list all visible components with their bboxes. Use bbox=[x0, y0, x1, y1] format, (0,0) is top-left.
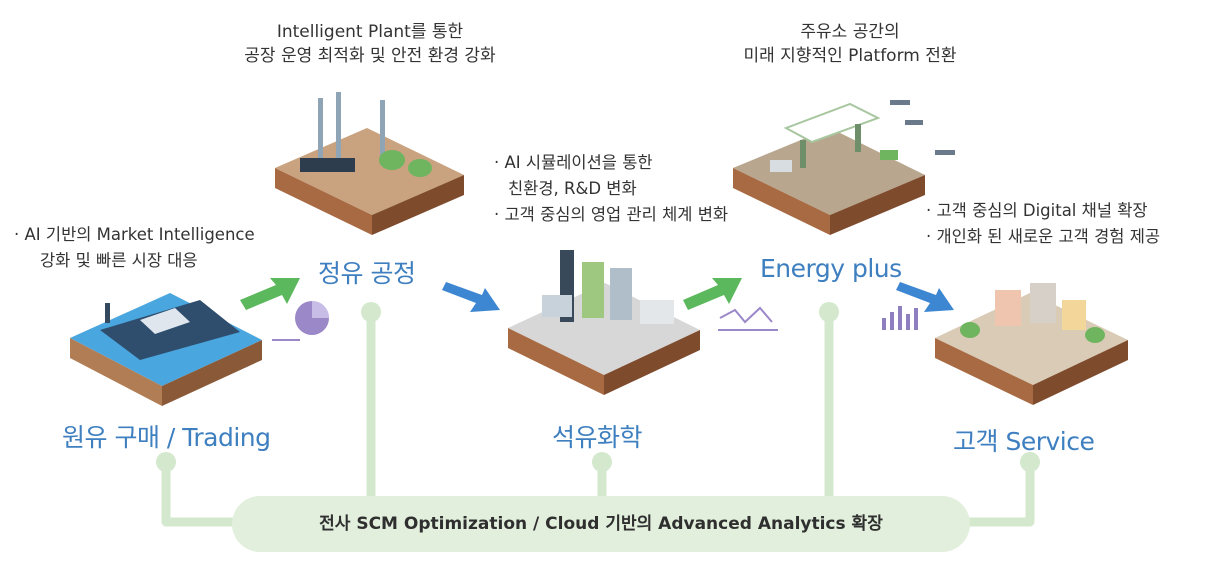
chem-bullet-1-cont: 친환경, R&D 변화 bbox=[508, 179, 637, 198]
stage-service-label: 고객 Service bbox=[953, 427, 1095, 456]
city-tile-illustration bbox=[935, 283, 1128, 405]
bar-chart-glyph bbox=[882, 306, 918, 330]
stage-petrochem-label: 석유화학 bbox=[552, 423, 643, 452]
stage-energy-label: Energy plus bbox=[760, 254, 902, 283]
pie-chart-glyph bbox=[272, 301, 329, 341]
chem-bullet-1: · AI 시뮬레이션을 통한 bbox=[494, 153, 653, 172]
trading-bullet-1: · AI 기반의 Market Intelligence bbox=[14, 225, 255, 244]
trading-bullet-1-cont: 강화 및 빠른 시장 대응 bbox=[40, 251, 198, 270]
stage-refining-label: 정유 공정 bbox=[318, 259, 416, 288]
station-caption: 주유소 공간의 미래 지향적인 Platform 전환 bbox=[680, 20, 1020, 68]
trading-bullets: · AI 기반의 Market Intelligence 강화 및 빠른 시장 … bbox=[14, 222, 255, 274]
gas-station-tile-illustration bbox=[733, 102, 925, 235]
refinery-tile-illustration bbox=[275, 92, 464, 235]
ship-tile-illustration bbox=[70, 293, 262, 406]
plant-caption-line-1: Intelligent Plant를 통한 bbox=[276, 22, 464, 42]
service-bullet-2: · 개인화 된 새로운 고객 경험 제공 bbox=[926, 227, 1161, 246]
service-bullet-1: · 고객 중심의 Digital 채널 확장 bbox=[926, 201, 1148, 220]
service-bullets: · 고객 중심의 Digital 채널 확장 · 개인화 된 새로운 고객 경험… bbox=[926, 198, 1160, 250]
bottom-bar-text: 전사 SCM Optimization / Cloud 기반의 Advanced… bbox=[319, 514, 883, 534]
connector-dots bbox=[156, 302, 1040, 472]
station-caption-line-2: 미래 지향적인 Platform 전환 bbox=[743, 46, 957, 66]
plant-caption: Intelligent Plant를 통한 공장 운영 최적화 및 안전 환경 … bbox=[190, 20, 550, 68]
station-caption-line-1: 주유소 공간의 bbox=[800, 22, 900, 42]
bottom-bar bbox=[232, 496, 970, 552]
stage-trading-label: 원유 구매 / Trading bbox=[62, 423, 271, 452]
chem-bullets: · AI 시뮬레이션을 통한 친환경, R&D 변화 · 고객 중심의 영업 관… bbox=[494, 150, 728, 228]
flow-arrows bbox=[240, 278, 954, 312]
drone-icons bbox=[890, 100, 955, 155]
plant-caption-line-2: 공장 운영 최적화 및 안전 환경 강화 bbox=[244, 46, 496, 66]
line-chart-glyph bbox=[718, 306, 778, 331]
chem-bullet-2: · 고객 중심의 영업 관리 체계 변화 bbox=[494, 205, 729, 224]
petrochem-tile-illustration bbox=[508, 250, 700, 395]
